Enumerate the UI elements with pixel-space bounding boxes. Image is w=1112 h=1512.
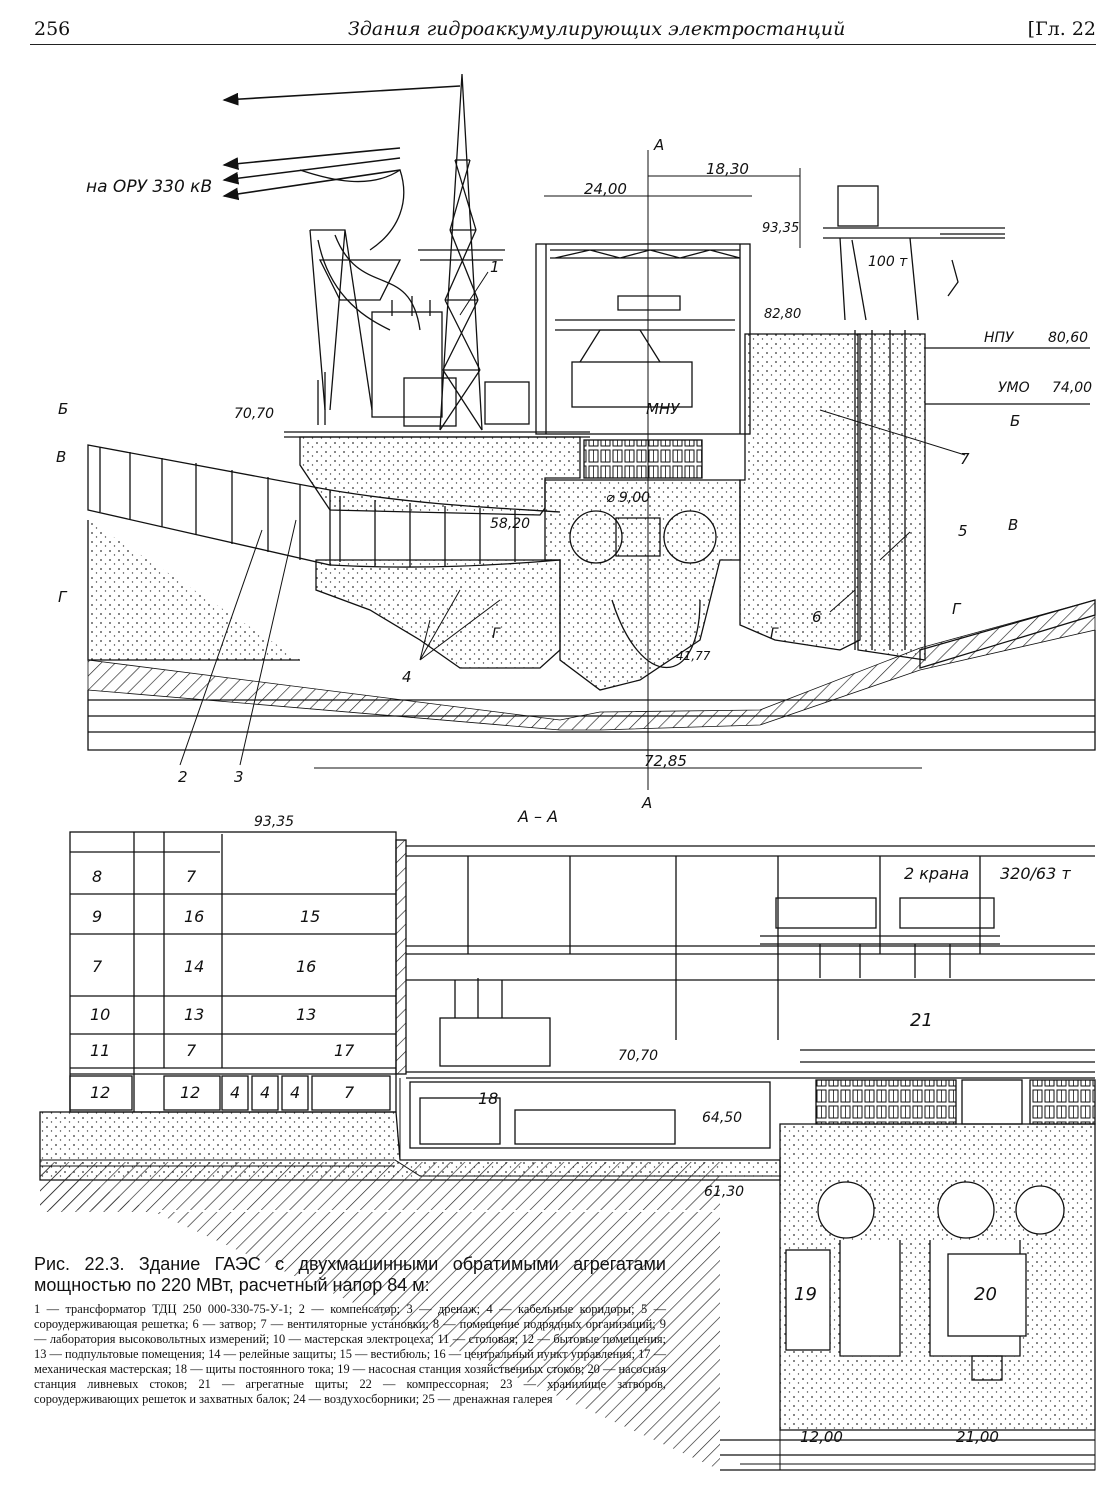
- room-4b: 4: [260, 1083, 270, 1102]
- mark-b-left: Б: [58, 400, 68, 418]
- transformer-body: [371, 311, 443, 418]
- machine-hall: [535, 243, 751, 435]
- dim-24: 24,00: [584, 180, 627, 198]
- callout-4: 4: [402, 668, 412, 686]
- room-13a: 13: [184, 1005, 204, 1024]
- room-7c: 7: [186, 1041, 197, 1060]
- umo-label: УМО: [998, 380, 1030, 396]
- room-18: 18: [478, 1089, 498, 1108]
- spiral-case-right: [663, 510, 717, 564]
- running-title: Здания гидроаккумулирующих электростанци…: [348, 18, 846, 40]
- mark-v-right: В: [1008, 516, 1018, 534]
- upper-section: [87, 73, 1096, 790]
- portal-frame: [299, 168, 421, 411]
- room-12b: 12: [180, 1083, 200, 1102]
- mark-v-left: В: [56, 448, 66, 466]
- elev-8060: 80,60: [1048, 330, 1088, 346]
- upper-labels: на ОРУ 330 кВ 24,00 18,30 93,35 82,80 10…: [56, 136, 1092, 812]
- hall-transformer: [439, 1017, 551, 1067]
- elev-9335-upper: 93,35: [762, 221, 799, 236]
- room-4a: 4: [230, 1083, 240, 1102]
- mark-g-left: Г: [58, 588, 68, 606]
- callout-1: 1: [490, 258, 500, 276]
- room-4c: 4: [290, 1083, 300, 1102]
- mark-g-right: Г: [952, 600, 962, 618]
- dim-1830: 18,30: [706, 160, 749, 178]
- overhead-cranes: [760, 897, 1000, 978]
- room-12a: 12: [90, 1083, 110, 1102]
- elev-6450: 64,50: [702, 1110, 742, 1126]
- mark-a-top: А: [653, 136, 664, 154]
- elev-7070-lower: 70,70: [618, 1048, 658, 1064]
- mnu-label: МНУ: [646, 400, 680, 418]
- gantry-crane-right: [823, 185, 1005, 321]
- lower-labels: А – А 93,35 2 крана 320/63 т 70,70 64,50…: [90, 807, 1071, 1446]
- crane-100t: 100 т: [868, 254, 908, 270]
- generator: [571, 361, 693, 408]
- figure-caption: Рис. 22.3. Здание ГАЭС с двухмашинными о…: [34, 1254, 666, 1407]
- room-7d: 7: [344, 1083, 355, 1102]
- npu-label: НПУ: [984, 330, 1015, 346]
- elev-4177: 41,77: [676, 649, 711, 663]
- callout-7: 7: [960, 450, 970, 468]
- room-19: 19: [794, 1284, 817, 1305]
- mark-a-bottom: А: [641, 794, 652, 812]
- room-14: 14: [184, 957, 204, 976]
- caption-legend: 1 — трансформатор ТДЦ 250 000-330-75-У-1…: [34, 1302, 666, 1406]
- dim-2100: 21,00: [956, 1428, 999, 1446]
- chapter-marker: [Гл. 22: [1027, 18, 1096, 40]
- room-16b: 16: [296, 957, 316, 976]
- elev-7070-upper: 70,70: [234, 406, 274, 422]
- room-13b: 13: [296, 1005, 316, 1024]
- caption-title: Рис. 22.3. Здание ГАЭС с двухмашинными о…: [34, 1254, 666, 1295]
- crane-capacity-lower: 320/63 т: [1000, 864, 1071, 883]
- page-number: 256: [34, 18, 71, 40]
- room-15: 15: [300, 907, 320, 926]
- room-17: 17: [334, 1041, 355, 1060]
- page-header: 256 Здания гидроаккумулирующих электрост…: [0, 18, 1112, 42]
- elev-9335-lower: 93,35: [254, 814, 294, 830]
- mark-g-mid2: Г: [770, 626, 779, 642]
- room-7a: 7: [186, 867, 197, 886]
- transmission-tower: [418, 73, 505, 431]
- dimension-lines: [314, 150, 922, 790]
- dim-7285: 72,85: [644, 752, 687, 770]
- mark-g-mid1: Г: [492, 626, 501, 642]
- room-7b: 7: [92, 957, 103, 976]
- elev-6130: 61,30: [704, 1184, 744, 1200]
- header-rule: [30, 44, 1096, 45]
- room-21: 21: [910, 1010, 933, 1031]
- lower-section: [39, 831, 1096, 1471]
- crane-count-label: 2 крана: [904, 864, 969, 883]
- callout-6: 6: [812, 608, 822, 626]
- callout-5: 5: [958, 522, 968, 540]
- callout-2: 2: [178, 768, 188, 786]
- elev-8280: 82,80: [764, 307, 801, 322]
- room-8: 8: [92, 867, 102, 886]
- section-aa-title: А – А: [517, 807, 558, 826]
- room-11: 11: [90, 1041, 110, 1060]
- dim-1200: 12,00: [800, 1428, 843, 1446]
- room-10: 10: [90, 1005, 110, 1024]
- elev-7400: 74,00: [1052, 380, 1092, 396]
- power-lines: [222, 85, 461, 201]
- room-20: 20: [974, 1284, 997, 1305]
- mark-b-right: Б: [1010, 412, 1020, 430]
- spiral-case-left: [569, 510, 623, 564]
- oru-annotation: на ОРУ 330 кВ: [86, 177, 212, 197]
- room-9: 9: [92, 907, 102, 926]
- room-16a: 16: [184, 907, 204, 926]
- callout-3: 3: [234, 768, 244, 786]
- diameter-label: ⌀ 9,00: [606, 490, 650, 506]
- elev-5820: 58,20: [490, 516, 530, 532]
